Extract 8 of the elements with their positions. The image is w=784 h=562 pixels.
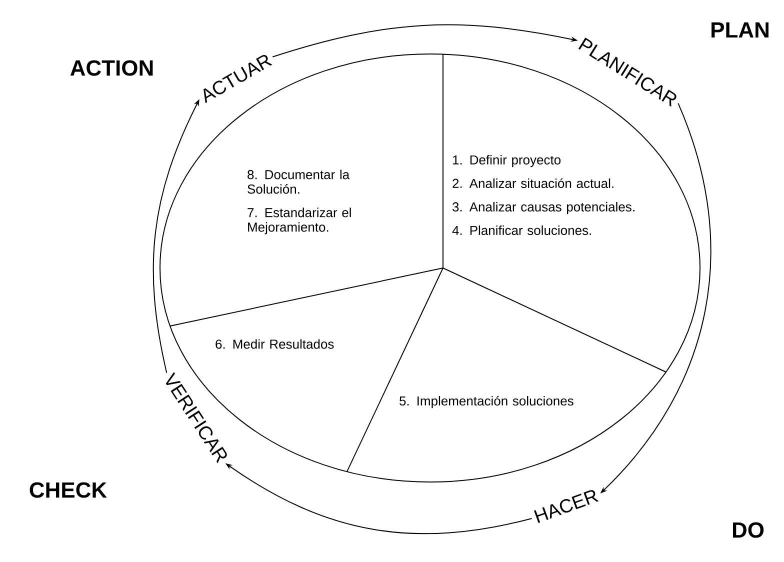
sector-text: 6. Medir Resultados — [216, 339, 334, 349]
sector-text: 5. Implementación soluciones — [400, 396, 574, 408]
phase-label: ACTION — [70, 60, 153, 76]
sector-text: 8. Documentar la Solución. 7. Estandarizar el Mejoramiento. — [248, 170, 351, 234]
phase-label: PLAN — [712, 22, 768, 38]
phase-label: CHECK — [30, 482, 107, 498]
sector-text: 1. Definir proyecto 2. Analizar situación actual. 3. Analizar causas potenciales. 4. Planificar soluciones. — [452, 154, 634, 236]
phase-label: DO — [732, 522, 764, 538]
